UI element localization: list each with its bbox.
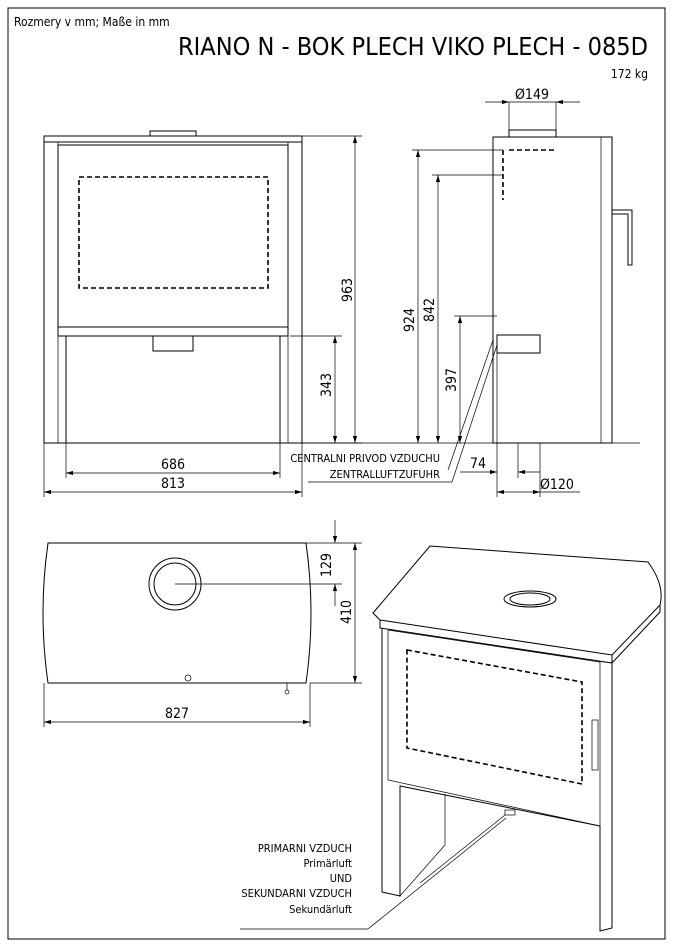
drawing-title: RIANO N - BOK PLECH VIKO PLECH - 085D bbox=[178, 32, 648, 61]
dim-flue-offset-129: 129 bbox=[319, 553, 335, 577]
note-central-air-de: ZENTRALLUFTZUFUHR bbox=[330, 468, 440, 481]
dim-height-963: 963 bbox=[340, 278, 356, 302]
dim-height-924: 924 bbox=[402, 308, 418, 332]
dim-flue-149: Ø149 bbox=[515, 87, 549, 103]
dim-width-813: 813 bbox=[161, 476, 185, 492]
dim-width-827: 827 bbox=[165, 706, 189, 722]
side-view: Ø149 924 842 397 74 Ø120 CENTRALNI PRIVO… bbox=[290, 87, 640, 497]
iso-door-glass-outline bbox=[406, 649, 583, 785]
dim-height-842: 842 bbox=[422, 298, 438, 322]
dim-height-343: 343 bbox=[319, 373, 335, 397]
drawing-frame bbox=[7, 7, 666, 940]
note-primary-air-de: Primärluft bbox=[303, 857, 352, 870]
door-handle bbox=[612, 209, 633, 266]
front-view: 963 343 686 813 bbox=[43, 130, 362, 497]
note-secondary-air-de: Sekundärluft bbox=[289, 903, 352, 916]
note-primary-air-cz: PRIMARNI VZDUCH bbox=[258, 842, 352, 855]
dim-width-686: 686 bbox=[161, 457, 185, 473]
door-glass-outline bbox=[78, 176, 269, 289]
note-and: UND bbox=[330, 872, 353, 885]
dim-inlet-120: Ø120 bbox=[540, 477, 574, 493]
dim-offset-74: 74 bbox=[470, 456, 486, 472]
note-secondary-air-cz: SEKUNDARNI VZDUCH bbox=[241, 887, 352, 900]
isometric-view: PRIMARNI VZDUCH Primärluft UND SEKUNDARN… bbox=[240, 545, 662, 932]
dim-height-397: 397 bbox=[444, 368, 460, 392]
note-central-air-cz: CENTRALNI PRIVOD VZDUCHU bbox=[290, 452, 440, 465]
units-note: Rozmery v mm; Maße in mm bbox=[14, 15, 170, 29]
dim-depth-410: 410 bbox=[339, 600, 355, 624]
weight-label: 172 kg bbox=[611, 67, 648, 81]
top-view: 129 410 827 bbox=[42, 520, 362, 727]
